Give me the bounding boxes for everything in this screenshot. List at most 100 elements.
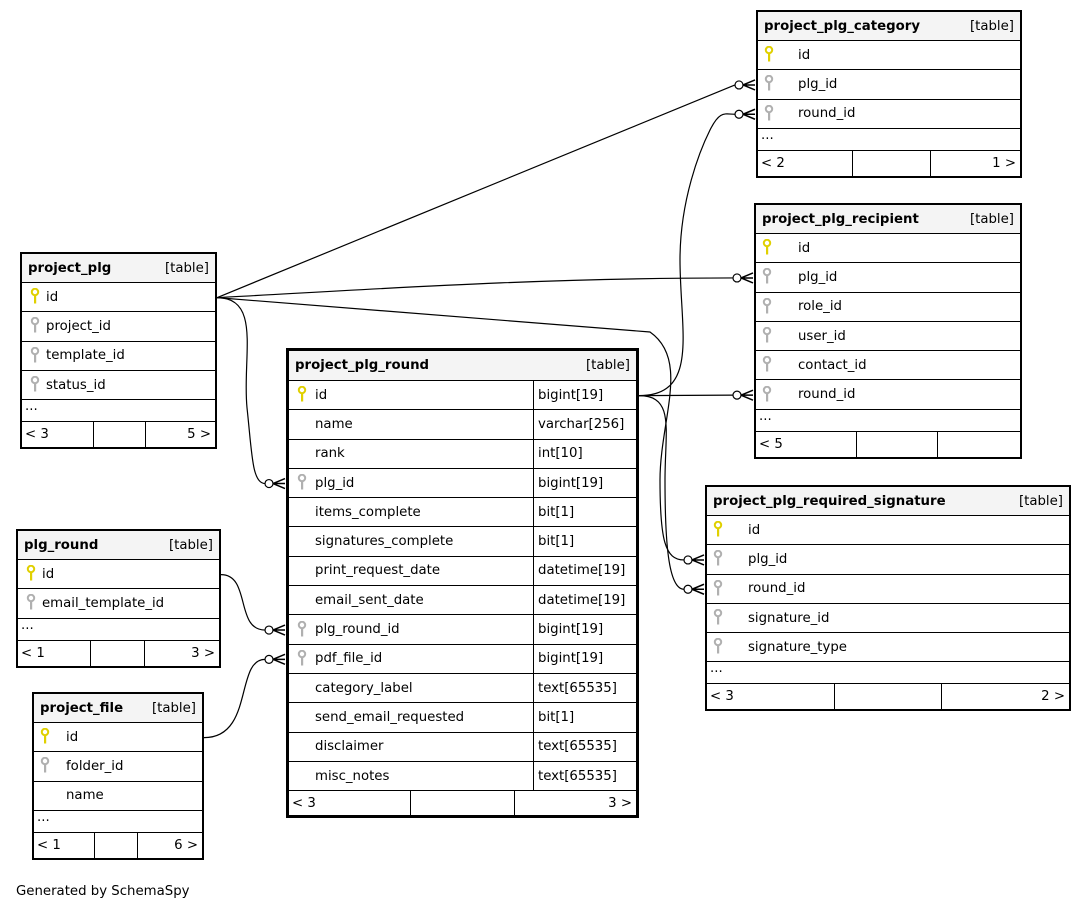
column-name[interactable]: disclaimer bbox=[315, 739, 384, 755]
column-row[interactable]: id bbox=[18, 560, 219, 590]
column-name[interactable]: signatures_complete bbox=[315, 534, 454, 550]
column-row[interactable]: folder_id bbox=[34, 752, 202, 782]
column-name[interactable]: folder_id bbox=[66, 758, 124, 774]
table-name[interactable]: plg_round bbox=[24, 537, 99, 553]
column-row[interactable]: template_id bbox=[22, 342, 215, 371]
column-row[interactable]: plg_id bbox=[707, 545, 1069, 575]
column-name[interactable]: plg_id bbox=[315, 475, 355, 491]
column-name[interactable]: round_id bbox=[798, 106, 856, 122]
table-name[interactable]: project_plg_recipient bbox=[762, 211, 919, 227]
column-row[interactable]: email_template_id bbox=[18, 589, 219, 619]
column-row[interactable]: round_id bbox=[758, 100, 1020, 129]
column-row[interactable]: signature_id bbox=[707, 604, 1069, 634]
parent-count[interactable]: < 5 bbox=[759, 436, 783, 452]
child-count[interactable]: 3 > bbox=[608, 795, 632, 811]
column-row[interactable]: contact_id bbox=[756, 351, 1020, 381]
table-name[interactable]: project_plg_required_signature bbox=[713, 493, 946, 509]
column-name[interactable]: id bbox=[315, 387, 328, 403]
column-row[interactable]: id bbox=[22, 283, 215, 313]
column-name[interactable]: plg_id bbox=[748, 551, 788, 567]
column-name[interactable]: status_id bbox=[46, 377, 106, 393]
column-name[interactable]: id bbox=[46, 289, 59, 305]
column-name[interactable]: items_complete bbox=[315, 504, 421, 520]
parent-count[interactable]: < 2 bbox=[761, 155, 785, 171]
column-name[interactable]: signature_type bbox=[748, 639, 847, 655]
column-name[interactable]: name bbox=[315, 416, 353, 432]
child-count[interactable]: 3 > bbox=[191, 645, 215, 661]
table-header[interactable]: plg_round[table] bbox=[18, 531, 219, 560]
table-header[interactable]: project_file[table] bbox=[34, 694, 202, 723]
table-project-plg[interactable]: project_plg[table]id project_id template_i… bbox=[20, 252, 217, 450]
table-header[interactable]: project_plg_recipient[table] bbox=[756, 205, 1020, 234]
column-row[interactable]: signature_type bbox=[707, 633, 1069, 663]
column-row[interactable]: round_id bbox=[756, 380, 1020, 410]
column-name[interactable]: plg_round_id bbox=[315, 622, 400, 638]
column-row[interactable]: plg_id bbox=[756, 263, 1020, 293]
column-row[interactable]: id bbox=[756, 234, 1020, 264]
table-header[interactable]: project_plg_required_signature[table] bbox=[707, 487, 1069, 516]
column-name[interactable]: template_id bbox=[46, 348, 125, 364]
column-name[interactable]: category_label bbox=[315, 680, 413, 696]
column-name[interactable]: print_request_date bbox=[315, 563, 441, 579]
column-name[interactable]: project_id bbox=[46, 318, 111, 334]
child-count[interactable]: 6 > bbox=[174, 837, 198, 853]
parent-count[interactable]: < 1 bbox=[21, 645, 45, 661]
table-project-plg-required-signature[interactable]: project_plg_required_signature[table]id p… bbox=[705, 485, 1071, 712]
column-name[interactable]: name bbox=[66, 788, 104, 804]
column-name[interactable]: email_sent_date bbox=[315, 592, 424, 608]
column-name[interactable]: send_email_requested bbox=[315, 709, 465, 725]
child-count[interactable] bbox=[938, 432, 1020, 457]
column-row[interactable]: id bbox=[758, 41, 1020, 71]
table-name[interactable]: project_file bbox=[40, 700, 124, 716]
column-name[interactable]: contact_id bbox=[798, 357, 867, 373]
column-row[interactable]: status_id bbox=[22, 371, 215, 401]
child-count[interactable]: 5 > bbox=[187, 427, 211, 443]
column-row[interactable]: name bbox=[34, 782, 202, 811]
column-name[interactable]: pdf_file_id bbox=[315, 651, 383, 667]
column-name[interactable]: id bbox=[42, 566, 55, 582]
column-name[interactable]: id bbox=[748, 522, 761, 538]
column-row[interactable]: project_id bbox=[22, 312, 215, 342]
column-name[interactable]: id bbox=[798, 240, 811, 256]
table-name[interactable]: project_plg bbox=[28, 260, 112, 276]
parent-count[interactable]: < 3 bbox=[25, 427, 49, 443]
column-name[interactable]: user_id bbox=[798, 328, 846, 344]
table-header[interactable]: project_plg_category[table] bbox=[758, 12, 1020, 41]
column-name[interactable]: role_id bbox=[798, 299, 842, 315]
parent-count[interactable]: < 1 bbox=[37, 837, 61, 853]
table-name[interactable]: project_plg_round bbox=[295, 358, 430, 373]
parent-count[interactable]: < 3 bbox=[292, 795, 316, 811]
column-row[interactable]: round_id bbox=[707, 575, 1069, 604]
column-row[interactable]: plg_id bbox=[758, 70, 1020, 100]
table-name[interactable]: project_plg_category bbox=[764, 18, 921, 34]
child-count[interactable]: 2 > bbox=[1041, 689, 1065, 705]
column-name[interactable]: round_id bbox=[748, 581, 806, 597]
column-row[interactable]: id bbox=[34, 723, 202, 753]
column-row[interactable]: role_id bbox=[756, 293, 1020, 322]
column-name[interactable]: plg_id bbox=[798, 76, 838, 92]
column-name[interactable]: misc_notes bbox=[315, 768, 390, 784]
column-row[interactable]: user_id bbox=[756, 322, 1020, 352]
column-name[interactable]: id bbox=[66, 729, 79, 745]
column-name[interactable]: rank bbox=[315, 446, 345, 462]
table-header[interactable]: project_plg_round[table] bbox=[289, 351, 636, 381]
table-header[interactable]: project_plg[table] bbox=[22, 254, 215, 283]
column-name[interactable]: signature_id bbox=[748, 610, 830, 626]
